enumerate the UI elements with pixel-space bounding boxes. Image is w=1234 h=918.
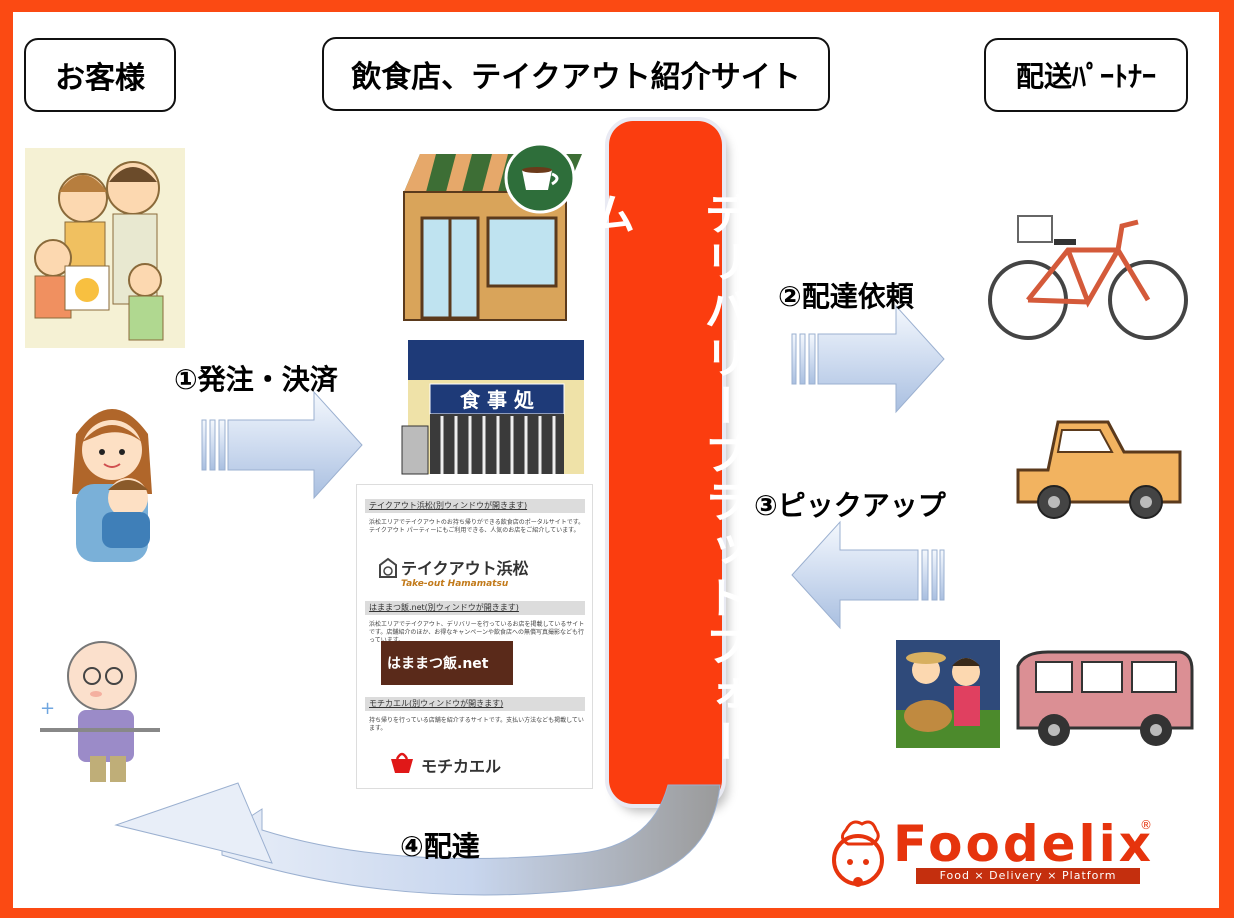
site-logo-3: モチカエル [421,757,502,776]
platform-label: デリバリープラットフォーム [583,191,748,767]
brand-registered-mark: ® [1140,818,1152,832]
header-customer: お客様 [24,38,176,112]
order-arrow [201,390,363,500]
family-illustration [25,148,185,348]
restaurant-shop-illustration: 食 事 処 [401,340,584,475]
site-logo-1-title: テイクアウト浜松 [401,559,529,578]
pickup-arrow [791,520,945,630]
site-section-desc-3: 持ち帰りを行っている店舗を紹介するサイトです。支払い方法なども掲載しています。 [369,717,584,732]
header-partner-label: 配送ﾊﾟｰﾄﾅｰ [1015,60,1156,93]
site-listing: テイクアウト浜松(別ウィンドウが開きます) 浜松エリアでテイクアウトのお持ち帰り… [356,484,593,789]
request-arrow [791,304,945,414]
site-section-desc-1: 浜松エリアでテイクアウトのお持ち帰りができる飲食店のポータルサイトです。テイクア… [369,519,585,534]
site-logo-1: テイクアウト浜松 Take-out Hamamatsu [373,555,583,589]
foodelix-chef-icon [832,820,884,887]
site-section-title-2[interactable]: はままつ飯.net(別ウィンドウが開きます) [365,601,585,615]
step-request-label: ②配達依頼 [778,280,914,313]
header-customer-label: お客様 [55,61,145,96]
svg-text:+: + [40,698,55,719]
basket-icon [391,752,413,773]
step-delivery-label: ④配達 [400,830,480,863]
step-order-label: ①発注・決済 [174,363,338,396]
site-logo-1-sub: Take-out Hamamatsu [401,579,509,589]
brand-name: Foodelix [893,815,1155,873]
take-out-logo-icon [379,557,397,578]
delivery-platform-bar: デリバリープラットフォーム [583,121,748,804]
truck-illustration [1016,420,1182,519]
site-section-title-3[interactable]: モチカエル(別ウィンドウが開きます) [365,697,585,711]
site-section-title-1[interactable]: テイクアウト浜松(別ウィンドウが開きます) [365,499,585,513]
bicycle-illustration [988,215,1188,340]
delivery-curved-arrow [114,782,721,896]
step-pickup-label: ③ピックアップ [754,489,946,522]
restaurant-sign: 食 事 処 [460,388,535,412]
van-illustration [1016,650,1194,746]
header-partner: 配送ﾊﾟｰﾄﾅｰ [984,38,1188,112]
elderly-man-illustration: + [40,641,160,782]
farmers-illustration [896,640,1000,748]
site-section-desc-2: 浜松エリアでテイクアウト、デリバリーを行っているお店を掲載しているサイトです。店… [369,621,585,644]
mother-child-illustration [72,409,152,562]
cafe-shop-illustration [403,142,582,321]
site-logo-2: はままつ飯.net [381,641,513,685]
header-site-label: 飲食店、テイクアウト紹介サイト [351,60,801,95]
brand-tagline: Food × Delivery × Platform [916,868,1140,884]
site-logo-2-text: はままつ飯.net [387,656,489,672]
header-site: 飲食店、テイクアウト紹介サイト [322,37,830,111]
